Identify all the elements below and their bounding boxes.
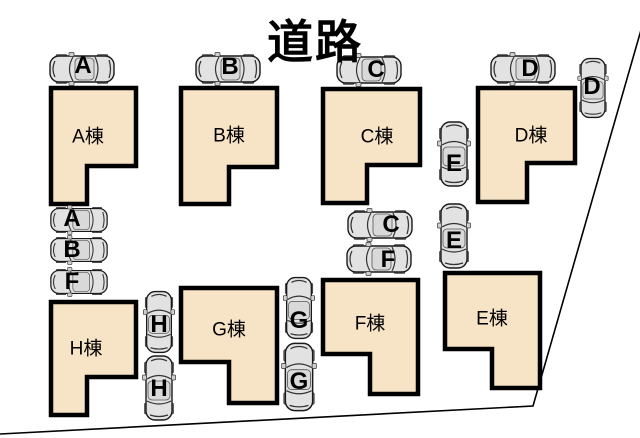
building-b-shape	[178, 85, 280, 207]
building-g-label: G棟	[212, 319, 246, 341]
parking-space-label: B	[63, 236, 81, 263]
building-g-shape	[178, 285, 280, 406]
plot-boundary-line	[0, 30, 640, 435]
building-e-shape	[442, 270, 543, 391]
parking-space-label: C	[367, 56, 385, 83]
parking-space-label: D	[521, 55, 539, 82]
parking-space-label: A	[63, 205, 81, 232]
building-d-label: D棟	[514, 125, 548, 147]
parking-space-label: D	[583, 73, 601, 100]
building-a-shape	[48, 85, 139, 207]
building-b-label: B棟	[213, 125, 245, 147]
building-c-shape	[320, 86, 423, 206]
building-h-label: H棟	[69, 338, 103, 360]
parking-space-label: F	[380, 246, 396, 273]
parking-space-label: H	[150, 375, 168, 402]
parking-space-label: E	[445, 227, 463, 254]
parking-space-label: A	[74, 52, 92, 79]
building-h-shape	[48, 299, 139, 418]
parking-space-label: E	[445, 150, 463, 177]
building-d-shape	[475, 85, 578, 205]
road-label: 道路	[267, 16, 363, 68]
parking-space-label: H	[150, 311, 168, 338]
car-icon	[346, 241, 412, 277]
parking-space-label: C	[382, 211, 400, 238]
parking-space-label: B	[221, 53, 239, 80]
parking-space-label: G	[289, 368, 309, 395]
parking-space-label: F	[64, 268, 80, 295]
building-a-label: A棟	[72, 126, 104, 148]
building-f-shape	[320, 277, 421, 397]
parking-space-label: G	[289, 307, 309, 334]
building-c-label: C棟	[360, 126, 394, 148]
building-f-label: F棟	[354, 313, 386, 335]
car-icon	[347, 207, 413, 243]
building-e-label: E棟	[476, 308, 508, 330]
